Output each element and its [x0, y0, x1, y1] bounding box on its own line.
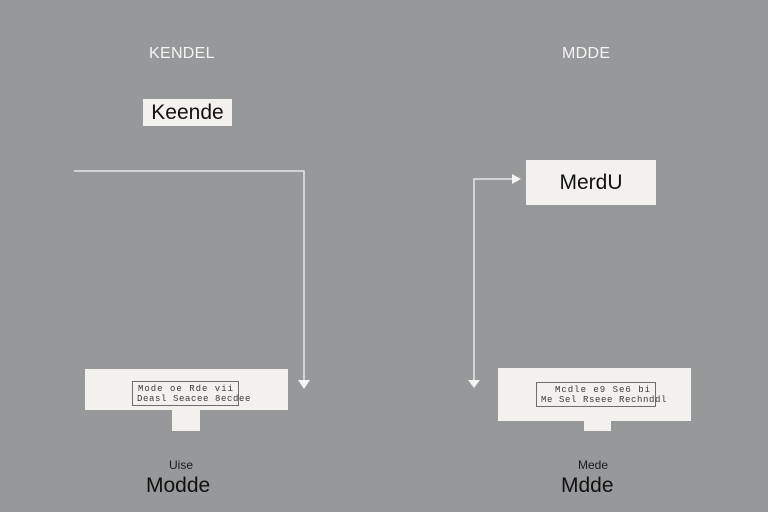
right-readout-line-2: Me Sel Rseee Rechnddl [541, 395, 668, 405]
right-device-panel: Mcdle e9 Se6 bi Me Sel Rseee Rechnddl [498, 368, 691, 421]
right-device-stand [584, 421, 611, 431]
right-connector-arrowhead-top [512, 174, 521, 184]
right-caption-big: Mdde [561, 474, 614, 497]
left-device-stand [172, 410, 200, 431]
left-readout-line-2: Deasl Seacee 8ecdee [137, 394, 252, 404]
right-connector-line [473, 178, 514, 380]
left-caption-small: Uise [169, 458, 194, 472]
right-caption-small: Mede [578, 458, 609, 472]
left-device-panel: Mode oe Rde vii Deasl Seacee 8ecdee [85, 369, 288, 410]
left-caption-big: Modde [146, 474, 211, 497]
left-label-box: Keende [143, 99, 232, 126]
right-device-readout: Mcdle e9 Se6 bi Me Sel Rseee Rechnddl [536, 382, 668, 407]
left-readout-line-1: Mode oe Rde vii [137, 384, 234, 394]
left-column-title: KENDEL [149, 45, 215, 62]
left-connector-line [74, 170, 305, 382]
left-device-readout: Mode oe Rde vii Deasl Seacee 8ecdee [132, 381, 252, 406]
left-label-text: Keende [151, 100, 224, 124]
right-label-text: MerdU [559, 170, 623, 194]
right-column-title: MDDE [562, 45, 611, 62]
left-connector-arrowhead [298, 380, 310, 389]
right-connector-arrowhead-bottom [468, 380, 480, 388]
right-readout-line-1: Mcdle e9 Se6 bi [554, 385, 651, 395]
right-label-box: MerdU [526, 160, 656, 205]
